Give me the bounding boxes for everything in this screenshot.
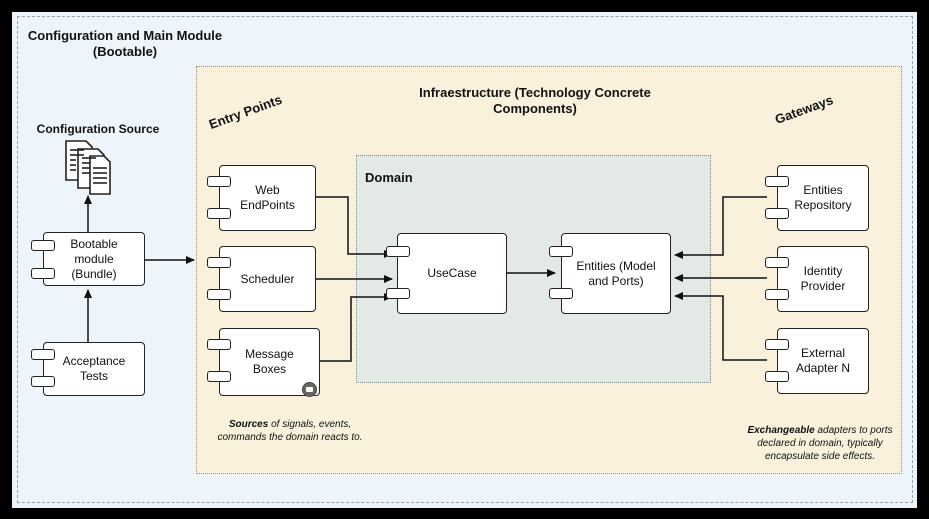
bootable-title-line1: Configuration and Main Module (27, 28, 223, 43)
acceptance-line2: Tests (79, 369, 108, 383)
component-port-icon (549, 288, 573, 299)
repo-line1: Entities (803, 183, 843, 197)
bootable-module-boundary (17, 16, 913, 503)
bootable-title-line2: (Bootable) (92, 44, 158, 59)
acceptance-line1: Acceptance (62, 354, 126, 368)
usecase-component[interactable]: UseCase (397, 233, 507, 314)
adapters-note-line2: declared in domain, typically (757, 438, 883, 449)
component-port-icon (765, 289, 789, 300)
envelope-icon (302, 382, 317, 397)
component-port-icon (207, 371, 231, 382)
bootable-line1: Bootable (70, 236, 118, 251)
component-port-icon (765, 208, 789, 219)
adapters-note-bold: Exchangeable (747, 425, 815, 436)
component-port-icon (31, 376, 55, 387)
component-port-icon (207, 289, 231, 300)
message-line2: Boxes (252, 362, 287, 376)
bootable-line2: module (74, 251, 114, 266)
external-line1: External (800, 346, 846, 360)
config-source-label: Configuration Source (36, 122, 160, 136)
component-port-icon (765, 257, 789, 268)
adapters-note-line3: encapsulate side effects. (764, 451, 876, 462)
component-port-icon (31, 240, 55, 251)
component-port-icon (765, 371, 789, 382)
usecase-line1: UseCase (427, 266, 477, 280)
external-line2: Adapter N (795, 361, 851, 375)
component-port-icon (31, 268, 55, 279)
domain-label: Domain (365, 170, 413, 185)
component-port-icon (386, 246, 410, 257)
infrastructure-title-line2: Components) (493, 101, 577, 116)
component-port-icon (207, 257, 231, 268)
web-line1: Web (255, 183, 280, 197)
entities-line1: Entities (Model (576, 258, 656, 273)
bootable-title: Configuration and Main Module (Bootable) (20, 28, 230, 60)
sources-note-rest: of signals, events, (268, 419, 352, 430)
sources-note: Sources of signals, events, commands the… (200, 418, 380, 444)
component-port-icon (765, 339, 789, 350)
component-port-icon (31, 349, 55, 360)
entities-line2: and Ports) (588, 273, 644, 288)
component-port-icon (207, 208, 231, 219)
identity-line1: Identity (803, 264, 843, 278)
component-port-icon (549, 246, 573, 257)
scheduler-component[interactable]: Scheduler (219, 246, 316, 312)
component-port-icon (207, 339, 231, 350)
bootable-line3: (Bundle) (71, 266, 117, 281)
sources-note-bold: Sources (228, 419, 269, 430)
adapters-note: Exchangeable adapters to ports declared … (730, 424, 910, 463)
infrastructure-title: Infraestructure (Technology Concrete Com… (380, 85, 690, 117)
web-line2: EndPoints (240, 198, 295, 212)
repo-line2: Repository (794, 198, 852, 212)
sources-note-line2: commands the domain reacts to. (217, 432, 363, 443)
identity-line2: Provider (800, 279, 846, 293)
scheduler-line1: Scheduler (240, 271, 295, 286)
component-port-icon (386, 288, 410, 299)
documents-icon (65, 140, 111, 195)
message-line1: Message (245, 347, 294, 361)
infrastructure-title-line1: Infraestructure (Technology Concrete (419, 85, 651, 100)
component-port-icon (765, 176, 789, 187)
adapters-note-rest: adapters to ports (814, 425, 893, 436)
component-port-icon (207, 176, 231, 187)
